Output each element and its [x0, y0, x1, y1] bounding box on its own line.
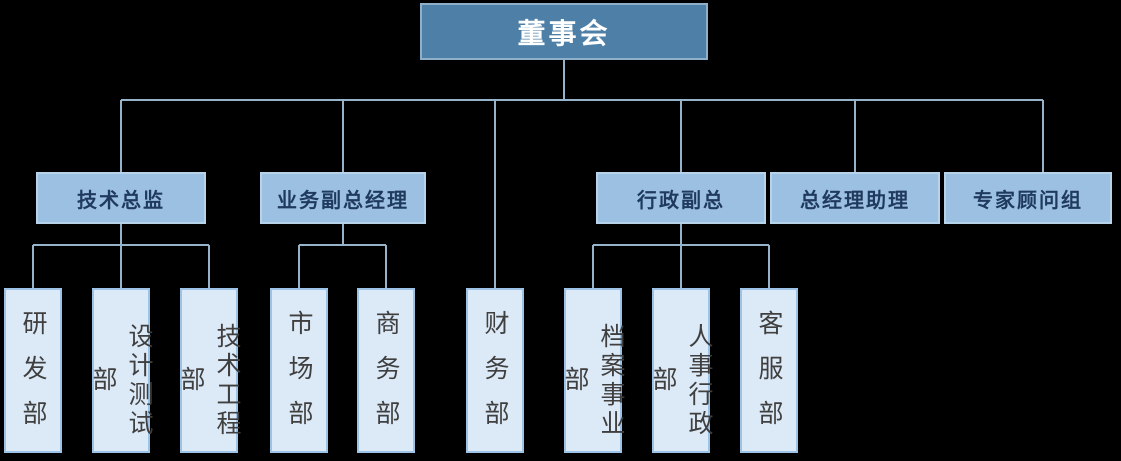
org-node-gm-assistant-label: 总经理助理: [800, 187, 910, 212]
org-node-design-test-dept: 设计测试部: [89, 288, 154, 453]
org-node-rd-dept-label: 研发部: [19, 310, 48, 445]
org-node-archives-division-label: 档案事业部: [561, 322, 626, 439]
org-node-expert-advisory-group: 专家顾问组: [944, 172, 1112, 224]
org-node-business-deputy-gm: 业务副总经理: [260, 172, 426, 224]
org-node-tech-director: 技术总监: [36, 172, 206, 224]
org-node-board: 董事会: [420, 3, 708, 60]
org-node-finance-dept: 财务部: [466, 288, 524, 453]
org-node-design-test-dept-label: 设计测试部: [89, 322, 154, 439]
org-node-rd-dept: 研发部: [4, 288, 62, 453]
org-node-hr-admin-dept-label: 人事行政部: [649, 322, 714, 439]
org-node-archives-division: 档案事业部: [561, 288, 626, 453]
org-node-tech-engineering-dept: 技术工程部: [177, 288, 242, 453]
org-node-expert-advisory-group-label: 专家顾问组: [973, 187, 1083, 212]
org-node-tech-director-label: 技术总监: [77, 187, 165, 212]
org-node-customer-service-dept: 客服部: [740, 288, 798, 453]
org-node-customer-service-dept-label: 客服部: [755, 310, 784, 445]
org-node-gm-assistant: 总经理助理: [770, 172, 940, 224]
org-node-finance-dept-label: 财务部: [481, 310, 510, 445]
org-node-commerce-dept-label: 商务部: [372, 310, 401, 445]
org-node-marketing-dept: 市场部: [270, 288, 328, 453]
org-node-tech-engineering-dept-label: 技术工程部: [177, 322, 242, 439]
org-node-marketing-dept-label: 市场部: [285, 310, 314, 445]
org-node-board-label: 董事会: [517, 16, 611, 50]
org-node-commerce-dept: 商务部: [357, 288, 415, 453]
org-node-admin-deputy-label: 行政副总: [637, 187, 725, 212]
org-node-admin-deputy: 行政副总: [596, 172, 766, 224]
org-node-business-deputy-gm-label: 业务副总经理: [277, 187, 409, 212]
org-node-hr-admin-dept: 人事行政部: [649, 288, 714, 453]
